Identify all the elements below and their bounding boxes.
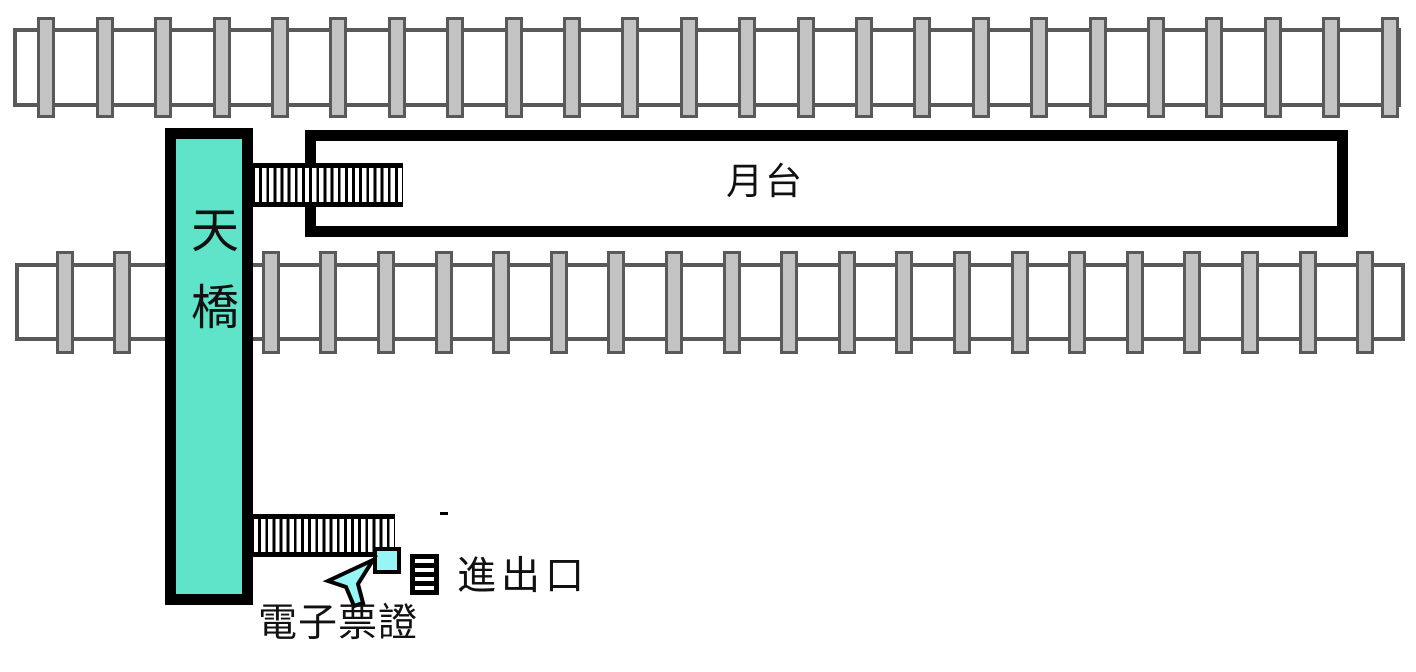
footbridge-label: 天橋 bbox=[183, 205, 236, 359]
eticket-reader-square bbox=[373, 547, 401, 574]
footbridge: 天橋 bbox=[165, 128, 253, 605]
entrance-gate-icon bbox=[410, 554, 439, 595]
railway-bed-top bbox=[13, 28, 1401, 107]
entrance-exit-label: 進出口 bbox=[457, 555, 590, 598]
stairs-to-platform bbox=[252, 163, 403, 207]
stray-mark bbox=[440, 512, 448, 515]
cursor-arrow-icon bbox=[322, 555, 379, 609]
platform bbox=[305, 130, 1348, 237]
eticket-label: 電子票證 bbox=[258, 602, 419, 645]
stairs-to-exit bbox=[251, 514, 395, 557]
platform-label: 月台 bbox=[726, 161, 804, 202]
